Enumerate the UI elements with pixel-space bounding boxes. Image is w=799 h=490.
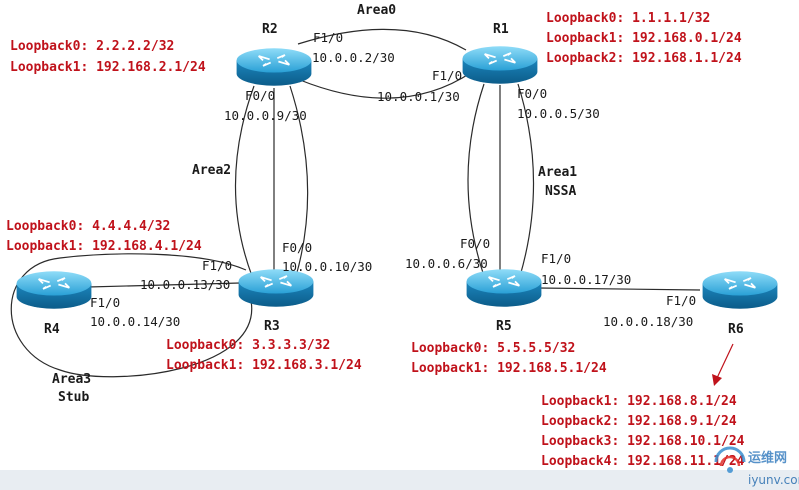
router-r6: R6 — [701, 270, 779, 337]
loopbacks-r6: Loopback1: 192.168.8.1/24 Loopback2: 192… — [541, 394, 745, 469]
r2-ip-to-r3: 10.0.0.9/30 — [224, 108, 307, 123]
r1-ip-to-r2: 10.0.0.1/30 — [377, 89, 460, 104]
watermark-text: iyunv.com — [748, 473, 799, 487]
r6-loopback-2: Loopback2: 192.168.9.1/24 — [541, 414, 737, 429]
r2-loopback-1: Loopback1: 192.168.2.1/24 — [10, 60, 206, 75]
r5-loopback-0: Loopback0: 5.5.5.5/32 — [411, 341, 575, 356]
area3-label: Area3 — [52, 372, 91, 387]
loopbacks-r2: Loopback0: 2.2.2.2/32 Loopback1: 192.168… — [10, 39, 206, 75]
r6-ip-to-r5: 10.0.0.18/30 — [603, 314, 693, 329]
r2-f10-label: F1/0 — [313, 30, 343, 45]
area3-loop — [10, 253, 253, 378]
router-r1: R1 — [461, 22, 539, 85]
r6-f10-label: F1/0 — [666, 293, 696, 308]
link-r2-r3-left — [234, 85, 255, 277]
r6-loopback-1: Loopback1: 192.168.8.1/24 — [541, 394, 737, 409]
loopbacks-r5: Loopback0: 5.5.5.5/32 Loopback1: 192.168… — [411, 341, 607, 376]
r4-loopback-0: Loopback0: 4.4.4.4/32 — [6, 219, 170, 234]
router-r4-name: R4 — [44, 322, 60, 337]
r3-ip-to-r2: 10.0.0.10/30 — [282, 259, 372, 274]
link-r2-r3-right — [289, 85, 309, 277]
r3-f00-label: F0/0 — [282, 240, 312, 255]
r4-f10-label: F1/0 — [90, 295, 120, 310]
link-r1-r5-left — [467, 83, 485, 277]
router-r2: R2 — [235, 22, 313, 87]
r1-loopback-1: Loopback1: 192.168.0.1/24 — [546, 31, 742, 46]
r1-loopback-0: Loopback0: 1.1.1.1/32 — [546, 11, 710, 26]
bottom-bar — [0, 470, 799, 490]
r5-ip-to-r1: 10.0.0.6/30 — [405, 256, 488, 271]
r5-f10-label: F1/0 — [541, 251, 571, 266]
watermark: 运维网 iyunv.com — [714, 446, 799, 487]
router-r3: R3 — [237, 268, 315, 334]
router-r5: R5 — [465, 268, 543, 334]
loopbacks-r4: Loopback0: 4.4.4.4/32 Loopback1: 192.168… — [6, 219, 202, 254]
links — [10, 28, 734, 386]
router-r4: R4 — [15, 270, 93, 337]
r2-f00-label: F0/0 — [245, 88, 275, 103]
link-r2-r1-top — [297, 28, 467, 51]
arrow-head — [712, 374, 722, 386]
area3-type-label: Stub — [58, 390, 89, 405]
watermark-logo-icon — [714, 446, 746, 473]
r2-ip-to-r1: 10.0.0.2/30 — [312, 50, 395, 65]
loopbacks-r1: Loopback0: 1.1.1.1/32 Loopback1: 192.168… — [546, 11, 742, 66]
r6-loopback-4: Loopback4: 192.168.11.1/24 — [541, 454, 745, 469]
r3-f10-label: F1/0 — [202, 258, 232, 273]
area2-label: Area2 — [192, 163, 231, 178]
link-r2-r1-bottom — [299, 71, 473, 99]
r4-ip-to-r3: 10.0.0.14/30 — [90, 314, 180, 329]
router-r2-name: R2 — [262, 22, 278, 37]
router-r6-name: R6 — [728, 322, 744, 337]
link-r3-r4 — [87, 282, 241, 288]
r1-ip-to-r5: 10.0.0.5/30 — [517, 106, 600, 121]
link-r1-r5-right — [517, 83, 535, 277]
r5-ip-to-r6: 10.0.0.17/30 — [541, 272, 631, 287]
r5-f00-label: F0/0 — [460, 236, 490, 251]
interface-labels: F1/0 10.0.0.2/30 F1/0 10.0.0.1/30 F0/0 1… — [90, 30, 696, 329]
r3-ip-to-r4: 10.0.0.13/30 — [140, 277, 230, 292]
r3-loopback-0: Loopback0: 3.3.3.3/32 — [166, 338, 330, 353]
router-r3-name: R3 — [264, 319, 280, 334]
watermark-cn: 运维网 — [748, 450, 787, 466]
r1-loopback-2: Loopback2: 192.168.1.1/24 — [546, 51, 742, 66]
r6-loopback-3: Loopback3: 192.168.10.1/24 — [541, 434, 745, 449]
area0-label: Area0 — [357, 3, 396, 18]
area-labels: Area0 Area1 NSSA Area2 Area3 Stub — [52, 3, 577, 405]
r2-loopback-0: Loopback0: 2.2.2.2/32 — [10, 39, 174, 54]
loopbacks-r3: Loopback0: 3.3.3.3/32 Loopback1: 192.168… — [166, 338, 362, 373]
router-r1-name: R1 — [493, 22, 509, 37]
area1-type-label: NSSA — [545, 184, 576, 199]
router-r5-name: R5 — [496, 319, 512, 334]
r1-f10-label: F1/0 — [432, 68, 462, 83]
r4-loopback-1: Loopback1: 192.168.4.1/24 — [6, 239, 202, 254]
r3-loopback-1: Loopback1: 192.168.3.1/24 — [166, 358, 362, 373]
arrow-line — [716, 343, 734, 379]
r1-f00-label: F0/0 — [517, 86, 547, 101]
link-r5-r6 — [537, 287, 701, 291]
r5-loopback-1: Loopback1: 192.168.5.1/24 — [411, 361, 607, 376]
area1-label: Area1 — [538, 165, 577, 180]
